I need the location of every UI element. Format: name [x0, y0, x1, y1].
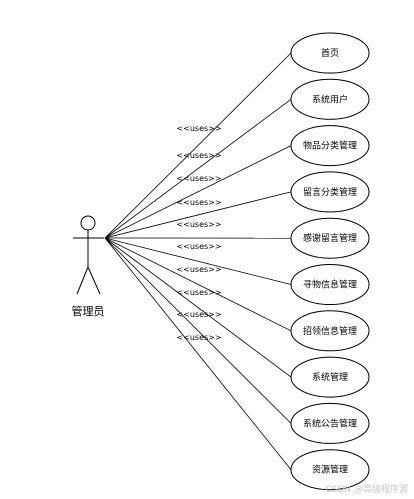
association-line — [104, 52, 292, 239]
use-case-label: 首页 — [321, 47, 339, 59]
use-case: 系统用户 — [290, 78, 370, 120]
use-case: 系统管理 — [290, 356, 370, 398]
association-lines — [104, 52, 292, 470]
use-case-ellipse — [290, 171, 370, 213]
use-case-ellipse — [290, 310, 370, 352]
actor-head — [80, 215, 96, 231]
use-case-ellipse — [290, 217, 370, 259]
association-line — [104, 237, 292, 470]
actor-right-leg — [87, 266, 101, 295]
use-case: 感谢留言管理 — [290, 217, 370, 259]
association-line — [104, 237, 292, 378]
actor-label: 管理员 — [72, 304, 105, 318]
use-case-label: 感谢留言管理 — [303, 232, 357, 244]
use-case-ellipse — [290, 356, 370, 398]
use-case: 寻物信息管理 — [290, 264, 370, 305]
use-case-ellipse — [290, 402, 370, 444]
use-case-ellipse — [290, 32, 370, 74]
uses-label: <<uses>> — [176, 198, 221, 207]
watermark-text: CSDN @高级程序源 — [325, 483, 408, 495]
use-case-label: 资源管理 — [312, 464, 348, 476]
use-case-label: 招领信息管理 — [303, 325, 357, 337]
use-case-label: 系统用户 — [312, 93, 348, 105]
use-case: 系统公告管理 — [290, 402, 370, 444]
association-line — [104, 237, 292, 285]
use-case-label: 物品分类管理 — [303, 140, 357, 152]
uses-label: <<uses>> — [176, 174, 221, 183]
uses-label: <<uses>> — [176, 124, 221, 133]
association-line — [104, 98, 292, 239]
actor-administrator: 管理员 — [72, 215, 105, 318]
uses-label: <<uses>> — [176, 242, 221, 251]
association-line — [104, 145, 292, 239]
association-line — [104, 191, 292, 239]
use-case: 首页 — [290, 32, 370, 74]
association-line — [104, 237, 292, 332]
actor-left-leg — [76, 266, 89, 295]
use-case-ellipse — [290, 264, 370, 305]
use-case-label: 留言分类管理 — [303, 186, 357, 198]
use-case-ellipse — [290, 78, 370, 120]
uses-label: <<uses>> — [176, 265, 221, 274]
uses-label: <<uses>> — [176, 310, 221, 319]
use-case: 物品分类管理 — [290, 125, 370, 167]
uses-label: <<uses>> — [176, 288, 221, 297]
use-case-label: 系统公告管理 — [303, 417, 357, 429]
uses-label: <<uses>> — [176, 151, 221, 160]
use-case-label: 系统管理 — [312, 371, 348, 383]
use-case-label: 寻物信息管理 — [303, 279, 357, 291]
uses-label: <<uses>> — [176, 333, 221, 342]
use-case: 招领信息管理 — [290, 310, 370, 352]
use-case: 资源管理 — [290, 449, 370, 491]
use-case-ellipse — [290, 125, 370, 167]
association-line — [104, 237, 292, 424]
use-cases: 首页系统用户物品分类管理留言分类管理感谢留言管理寻物信息管理招领信息管理系统管理… — [290, 32, 370, 491]
use-case: 留言分类管理 — [290, 171, 370, 213]
uses-labels: <<uses>> <<uses>> <<uses>> <<uses>> <<uses>>… — [176, 124, 221, 342]
use-case-ellipse — [290, 449, 370, 491]
uses-label: <<uses>> — [176, 220, 221, 229]
